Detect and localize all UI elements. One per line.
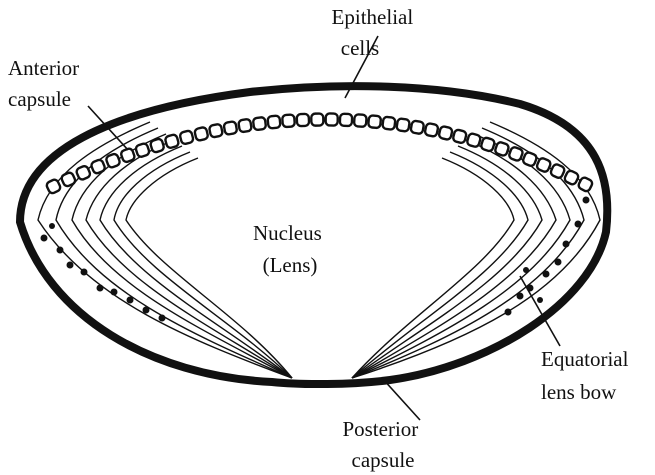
epithelial-cell [577, 176, 593, 192]
epithelial-cell [165, 134, 180, 149]
epithelial-cell [209, 124, 223, 138]
nucleus-label: Nucleus (Lens) [253, 221, 327, 277]
anterior-capsule-label: Anterior capsule [8, 56, 84, 111]
epithelial-cell [90, 159, 106, 175]
epithelial-cell [382, 117, 395, 130]
epithelial-cell [340, 114, 352, 126]
epithelial-cell [150, 138, 165, 153]
epithelial-cell [368, 115, 381, 128]
epithelial-cell [424, 123, 438, 137]
epithelial-cell [522, 151, 538, 167]
epithelial-cell [396, 118, 410, 132]
epithelial-cells-label: Epithelial cells [332, 5, 419, 60]
nuclei-right [505, 197, 590, 316]
epithelial-cell [311, 113, 323, 125]
epithelial-cell [223, 121, 237, 135]
epithelial-cell [452, 129, 467, 144]
epithelial-cell [135, 143, 150, 158]
epithelial-cell [354, 114, 367, 127]
epithelial-cell [105, 153, 120, 168]
epithelial-cell [267, 115, 280, 128]
epithelial-cell [480, 137, 495, 152]
epithelial-cell-layer [45, 113, 593, 194]
epithelial-cell [563, 170, 579, 186]
posterior-capsule-label: Posterior capsule [342, 417, 423, 472]
equatorial-lens-bow-label: Equatorial lens bow [541, 347, 634, 404]
epithelial-cell [536, 157, 552, 173]
lens-fibers-left [38, 122, 292, 378]
epithelial-cell [179, 130, 194, 145]
lens-fibers-right [352, 122, 600, 378]
epithelial-cell [282, 114, 295, 127]
epithelial-cell [410, 120, 424, 134]
epithelial-cell [494, 141, 509, 156]
epithelial-cell [438, 126, 452, 140]
epithelial-cell [194, 127, 208, 141]
posterior-pointer [382, 378, 420, 420]
epithelial-cell [238, 119, 252, 133]
epithelial-cell [466, 133, 481, 148]
epithelial-cell [297, 114, 310, 127]
epithelial-cell [60, 171, 76, 187]
epithelial-cell [508, 146, 523, 161]
epithelial-cell [253, 117, 266, 130]
epithelial-cell [326, 113, 338, 125]
epithelial-cell [550, 163, 566, 179]
